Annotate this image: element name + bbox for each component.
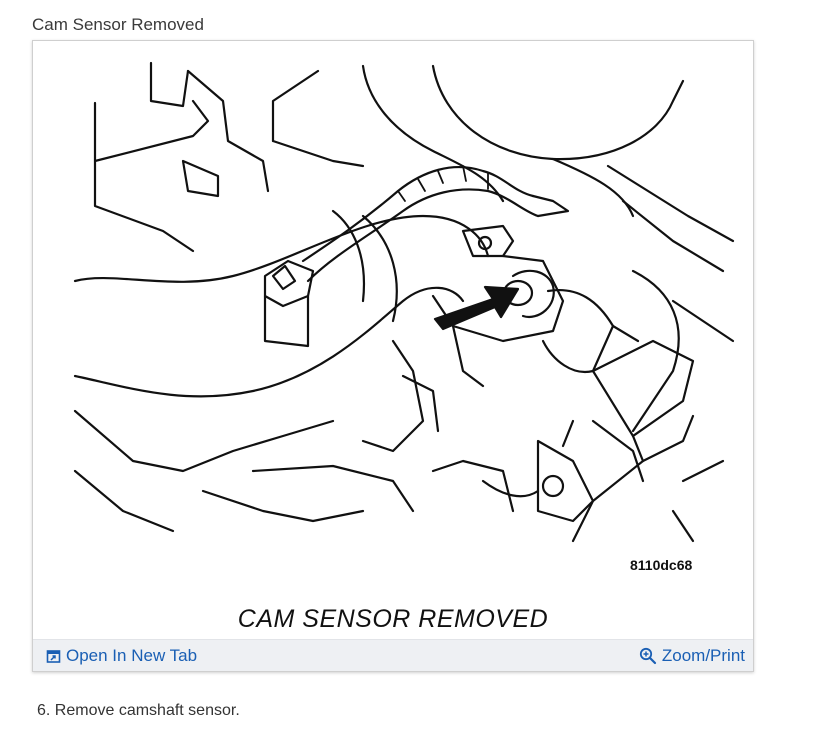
open-in-new-tab-link[interactable]: Open In New Tab <box>46 646 197 666</box>
open-in-new-tab-label: Open In New Tab <box>66 646 198 665</box>
figure-caption: CAM SENSOR REMOVED <box>237 605 549 633</box>
open-in-new-tab-icon <box>46 649 61 663</box>
step-instruction: 6. Remove camshaft sensor. <box>37 702 240 719</box>
zoom-print-link[interactable]: Zoom/Print <box>639 646 745 666</box>
pointer-arrow <box>433 285 520 331</box>
figure-footer-bar: Open In New Tab Zoom/Print <box>33 639 753 671</box>
figure-code: 8110dc68 <box>630 557 693 573</box>
figure-container: 8110dc68 CAM SENSOR REMOVED Open In New … <box>32 40 754 672</box>
zoom-icon <box>639 647 656 665</box>
engine-diagram-illustration <box>73 61 735 543</box>
page-title: Cam Sensor Removed <box>32 15 204 34</box>
zoom-print-label: Zoom/Print <box>661 646 745 665</box>
